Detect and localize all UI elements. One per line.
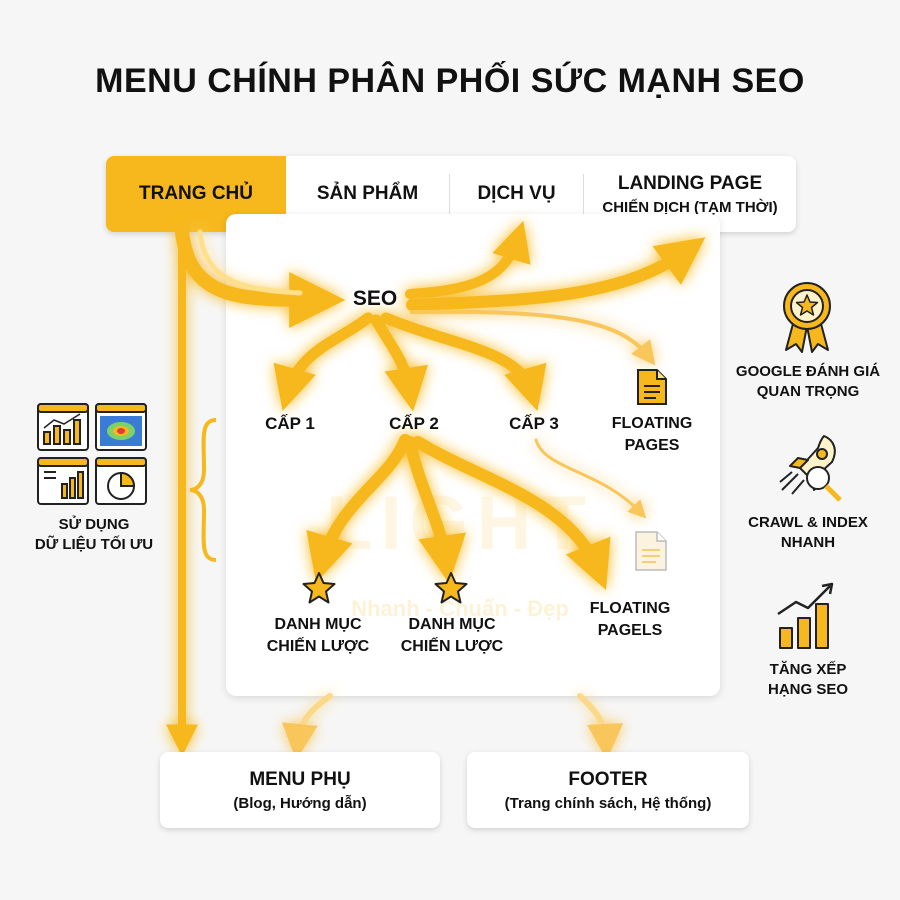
right-note-crawl-line2: NHANH bbox=[780, 534, 836, 551]
left-note-line2: DỮ LIỆU TỐI ƯU bbox=[34, 536, 154, 553]
level-3-label: CẤP 3 bbox=[509, 414, 559, 433]
menu-item-products-label: SẢN PHẨM bbox=[316, 183, 419, 204]
arrow-level2-to-category-1 bbox=[306, 434, 411, 583]
arrow-home-to-seo-inner bbox=[197, 229, 303, 296]
arrow-seo-to-level-2 bbox=[370, 314, 428, 412]
right-note-crawl-line1: CRAWL & INDEX bbox=[748, 514, 868, 531]
level-1-label: CẤP 1 bbox=[265, 414, 315, 433]
floating-pages-line1: FLOATING bbox=[611, 415, 693, 432]
award-badge-icon bbox=[783, 282, 831, 353]
menu-item-landing-sublabel: CHIẾN DỊCH (TẠM THỜI) bbox=[602, 198, 778, 216]
arrow-level2-to-pagels bbox=[412, 436, 611, 591]
menu-item-products[interactable]: SẢN PHẨM bbox=[286, 156, 449, 232]
seo-hub-label: SEO bbox=[352, 287, 398, 310]
right-note-ranking-line2: HẠNG SEO bbox=[767, 681, 848, 698]
right-note-ranking-line1: TĂNG XẾP bbox=[769, 661, 847, 678]
arrow-seo-to-landing bbox=[406, 237, 706, 311]
strategic-category-1-line1: DANH MỤC bbox=[274, 616, 362, 633]
menu-item-services-label: DỊCH VỤ bbox=[477, 183, 556, 204]
arrow-panel-to-submenu bbox=[281, 693, 333, 760]
arrow-seo-to-level-1 bbox=[273, 312, 374, 412]
menu-item-services[interactable]: DỊCH VỤ bbox=[450, 156, 583, 232]
floating-pagels-line1: FLOATING bbox=[589, 600, 671, 617]
right-note-google: GOOGLE ĐÁNH GIÁ QUAN TRỌNG bbox=[722, 362, 894, 402]
right-note-google-line1: GOOGLE ĐÁNH GIÁ bbox=[735, 363, 881, 380]
footer-subtitle: (Trang chính sách, Hệ thống) bbox=[504, 794, 712, 812]
arrow-seo-to-floating bbox=[410, 309, 656, 366]
strategic-category-1-line2: CHIẾN LƯỢC bbox=[266, 638, 370, 655]
strategic-category-2-line2: CHIẾN LƯỢC bbox=[400, 638, 504, 655]
floating-pages-label: FLOATING PAGES bbox=[594, 413, 710, 457]
star-icon bbox=[302, 572, 336, 604]
floating-pages-line2: PAGES bbox=[624, 437, 680, 454]
floating-pagels-label: FLOATING PAGELS bbox=[572, 598, 688, 642]
analytics-dashboard-icon bbox=[37, 403, 147, 505]
growth-chart-icon bbox=[777, 582, 834, 649]
left-note-line1: SỬ DỤNG bbox=[58, 516, 130, 533]
faded-document-icon bbox=[635, 531, 667, 571]
right-note-google-line2: QUAN TRỌNG bbox=[756, 383, 860, 400]
footer-title: FOOTER bbox=[568, 768, 648, 790]
right-note-ranking: TĂNG XẾP HẠNG SEO bbox=[722, 660, 894, 700]
arrow-level3-to-doc bbox=[534, 438, 647, 519]
menu-item-home-label: TRANG CHỦ bbox=[139, 183, 253, 204]
strategic-category-2-line1: DANH MỤC bbox=[408, 616, 496, 633]
right-note-crawl: CRAWL & INDEX NHANH bbox=[722, 513, 894, 553]
arrow-panel-to-footer bbox=[577, 693, 624, 760]
star-icon bbox=[434, 572, 468, 604]
menu-item-landing-label: LANDING PAGE bbox=[617, 172, 763, 194]
arrow-seo-to-level-3 bbox=[380, 312, 547, 412]
menu-divider bbox=[449, 174, 450, 214]
sub-menu-subtitle: (Blog, Hướng dẫn) bbox=[233, 794, 367, 812]
footer-box[interactable]: FOOTER (Trang chính sách, Hệ thống) bbox=[467, 752, 749, 828]
arrow-level2-to-category-2 bbox=[404, 436, 467, 584]
level-2-label: CẤP 2 bbox=[389, 414, 439, 433]
page-title: MENU CHÍNH PHÂN PHỐI SỨC MẠNH SEO bbox=[95, 62, 805, 100]
rocket-magnifier-icon bbox=[779, 435, 842, 502]
document-icon bbox=[637, 369, 667, 405]
main-menu-bar: TRANG CHỦ SẢN PHẨM DỊCH VỤ LANDING PAGE … bbox=[106, 156, 796, 232]
arrow-seo-to-services bbox=[405, 220, 531, 299]
sub-menu-box[interactable]: MENU PHỤ (Blog, Hướng dẫn) bbox=[160, 752, 440, 828]
left-bracket bbox=[189, 418, 217, 562]
strategic-category-1-label: DANH MỤC CHIẾN LƯỢC bbox=[248, 614, 388, 658]
menu-item-landing-page[interactable]: LANDING PAGE CHIẾN DỊCH (TẠM THỜI) bbox=[584, 156, 796, 232]
strategic-category-2-label: DANH MỤC CHIẾN LƯỢC bbox=[382, 614, 522, 658]
arrow-home-to-seo bbox=[175, 225, 346, 328]
sub-menu-title: MENU PHỤ bbox=[249, 768, 351, 790]
left-note: SỬ DỤNG DỮ LIỆU TỐI ƯU bbox=[18, 515, 170, 555]
menu-divider bbox=[583, 174, 584, 214]
floating-pagels-line2: PAGELS bbox=[597, 622, 663, 639]
